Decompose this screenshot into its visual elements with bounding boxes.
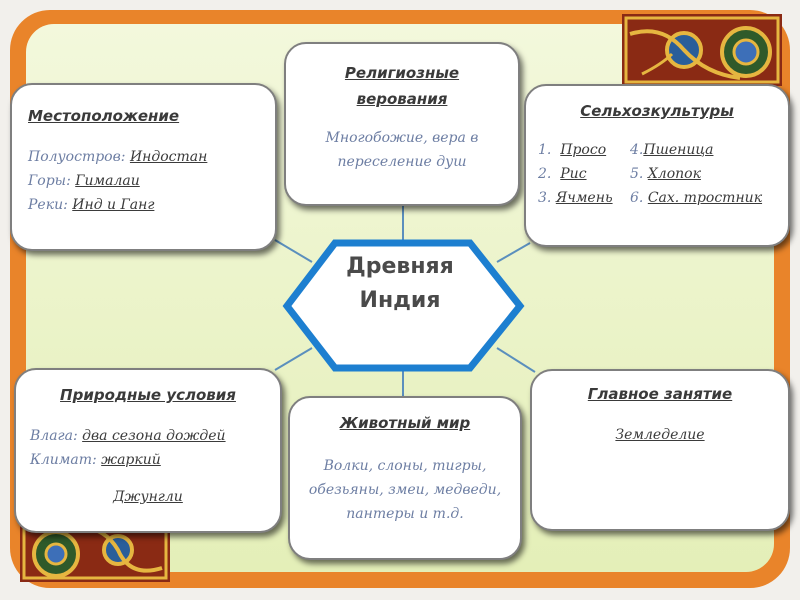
top-right-ornament [622, 14, 782, 86]
religion-text: Многобожие, вера в переселение душ [325, 130, 479, 170]
nature-row: Влага: два сезона дождей [30, 428, 226, 444]
nature-list: Влага: два сезона дождей Климат: жаркий [30, 424, 226, 472]
crop-item: 6. Сах. тростник [630, 190, 763, 206]
center-title-line1: Древняя [346, 254, 454, 279]
connector-nature [274, 347, 313, 371]
fauna-card: Животный мир Волки, слоны, тигры, обезья… [288, 396, 522, 560]
connector-occupation [496, 347, 536, 373]
nature-extra: Джунгли [113, 489, 183, 505]
location-title: Местоположение [28, 107, 180, 125]
crop-item: 5. Хлопок [630, 166, 701, 182]
location-list: Полуостров: Индостан Горы: Гималаи Реки:… [28, 145, 207, 217]
location-card: Местоположение Полуостров: Индостан Горы… [10, 83, 277, 251]
connector-crops [496, 242, 531, 263]
crop-item: 1. Просо [538, 142, 607, 158]
crops-list-right: 4.Пшеница 5. Хлопок 6. Сах. тростник [630, 138, 762, 210]
location-row: Горы: Гималаи [28, 173, 140, 189]
crop-item: 3. Ячмень [538, 190, 613, 206]
center-title: Древняя Индия [330, 250, 470, 318]
center-title-line2: Индия [359, 288, 441, 313]
nature-title: Природные условия [60, 386, 236, 404]
crops-card: Сельхозкультуры 1. Просо 2. Рис 3. Ячмен… [524, 84, 790, 247]
religion-card: Религиозные верования Многобожие, вера в… [284, 42, 520, 206]
location-row: Полуостров: Индостан [28, 149, 208, 165]
fauna-text: Волки, слоны, тигры, обезьяны, змеи, мед… [308, 458, 502, 522]
crops-list-left: 1. Просо 2. Рис 3. Ячмень [538, 138, 613, 210]
occupation-title: Главное занятие [587, 385, 733, 403]
occupation-card: Главное занятие Земледелие [530, 369, 790, 531]
crops-title: Сельхозкультуры [580, 102, 734, 120]
nature-row: Климат: жаркий [30, 452, 161, 468]
center-hexagon [282, 239, 525, 372]
crop-item: 4.Пшеница [630, 142, 714, 158]
location-row: Реки: Инд и Ганг [28, 197, 155, 213]
connector-location [274, 239, 313, 263]
crop-item: 2. Рис [538, 166, 587, 182]
religion-title: Религиозные верования [344, 64, 460, 108]
fauna-title: Животный мир [339, 414, 471, 432]
occupation-value: Земледелие [615, 427, 705, 443]
nature-card: Природные условия Влага: два сезона дожд… [14, 368, 282, 533]
